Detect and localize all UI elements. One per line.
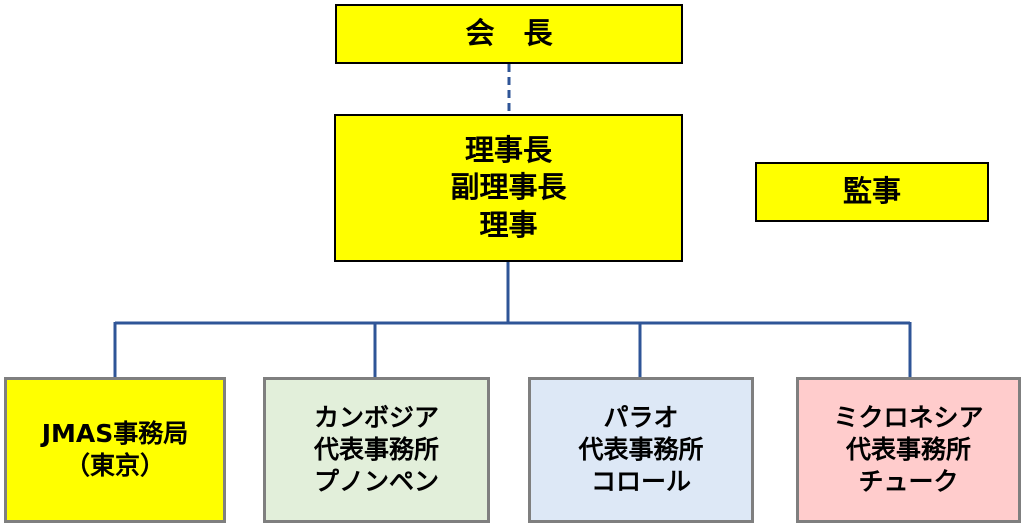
office-palau-line-3: コロール xyxy=(590,467,691,496)
chairman-label: 会 長 xyxy=(465,16,553,51)
board-line-chairman: 理事長 xyxy=(464,133,552,168)
office-jmas-line-1: JMAS事務局 xyxy=(41,419,189,448)
auditor-label: 監事 xyxy=(842,174,901,209)
board-line-directors: 理事 xyxy=(479,207,538,242)
auditor-box: 監事 xyxy=(755,162,989,222)
office-box-micronesia: ミクロネシア 代表事務所 チューク xyxy=(796,377,1021,523)
office-box-palau: パラオ 代表事務所 コロール xyxy=(528,377,754,523)
office-palau-line-1: パラオ xyxy=(603,403,679,432)
office-cambodia-line-1: カンボジア xyxy=(313,403,439,432)
office-micronesia-line-2: 代表事務所 xyxy=(845,435,971,464)
office-box-cambodia: カンボジア 代表事務所 プノンペン xyxy=(263,377,490,523)
office-micronesia-line-1: ミクロネシア xyxy=(833,403,984,432)
office-cambodia-line-2: 代表事務所 xyxy=(313,435,439,464)
office-jmas-line-2: （東京） xyxy=(64,451,165,480)
office-palau-line-2: 代表事務所 xyxy=(578,435,704,464)
board-of-directors-box: 理事長 副理事長 理事 xyxy=(334,114,683,262)
office-micronesia-line-3: チューク xyxy=(858,467,959,496)
chairman-box: 会 長 xyxy=(335,4,683,64)
board-line-vice-chairman: 副理事長 xyxy=(450,170,567,205)
office-box-jmas-tokyo: JMAS事務局 （東京） xyxy=(4,377,226,523)
office-cambodia-line-3: プノンペン xyxy=(313,467,439,496)
